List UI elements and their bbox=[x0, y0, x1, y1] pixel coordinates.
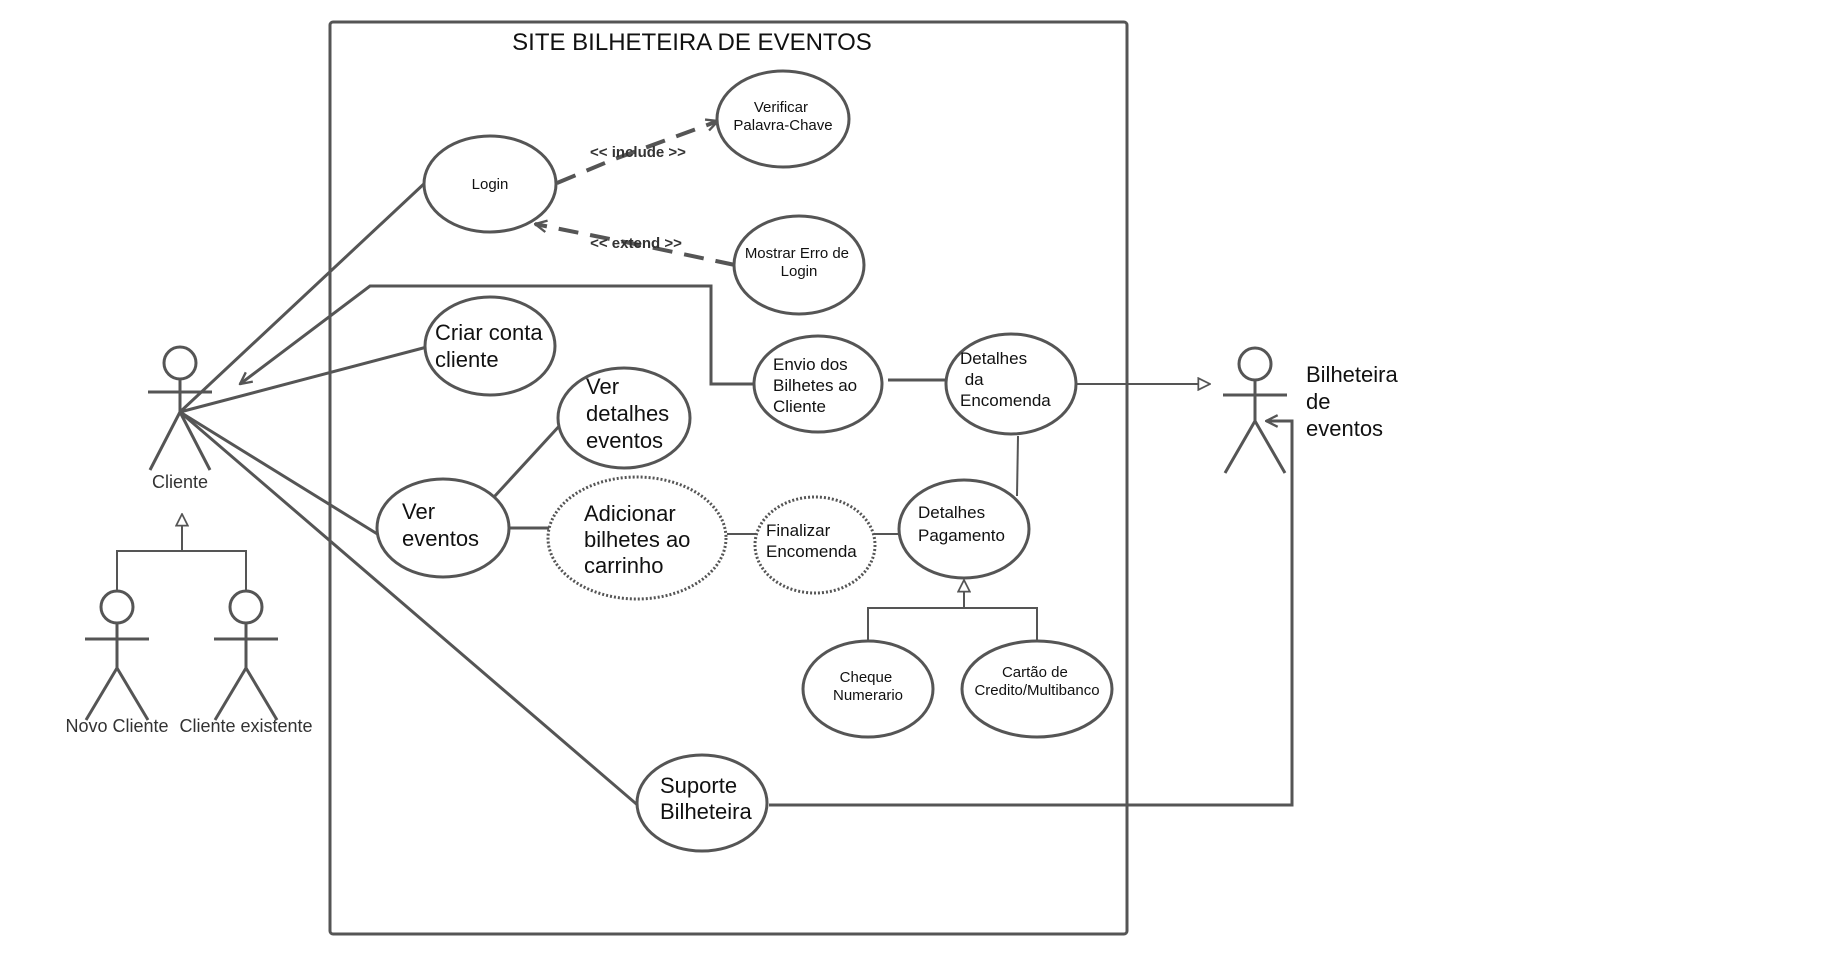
actor-novo-cliente-label: Novo Cliente bbox=[65, 716, 168, 736]
use-case-detalhes-encomenda[interactable]: Detalhes da Encomenda bbox=[944, 332, 1078, 436]
svg-text:Envio dos Bilhetes ao: Envio dos Bilhetes ao Cliente bbox=[773, 355, 862, 416]
actor-cliente[interactable]: Cliente bbox=[148, 345, 212, 492]
use-case-envio-bilhetes-cliente[interactable]: Envio dos Bilhetes ao Cliente bbox=[752, 334, 884, 434]
associations bbox=[178, 179, 1294, 810]
payment-generalization bbox=[867, 580, 1038, 640]
actor-bilheteira-eventos[interactable]: Bilheteira de eventos bbox=[1223, 346, 1404, 474]
use-case-verificar-palavra-chave[interactable]: Verificar Palavra-Chave bbox=[715, 69, 851, 169]
actor-generalization bbox=[116, 514, 247, 592]
use-case-ver-eventos[interactable]: Ver eventos bbox=[375, 477, 511, 579]
svg-text:Mostrar Erro de Login: Mostrar Erro de Login bbox=[745, 245, 853, 280]
svg-text:Ver detalhes event: Ver detalhes eventos bbox=[586, 374, 675, 453]
svg-text:Adicionar bilhetes ao: Adicionar bilhetes ao carrinho bbox=[584, 501, 697, 578]
use-case-detalhes-pagamento[interactable]: Detalhes Pagamento bbox=[897, 478, 1031, 580]
svg-text:Cheque Numerario: Cheque Numerario bbox=[833, 669, 903, 704]
actor-novo-cliente[interactable]: Novo Cliente bbox=[65, 589, 169, 736]
svg-text:Verificar Palavra-Chave: Verificar Palavra-Chave bbox=[733, 99, 832, 134]
actor-cliente-label: Cliente bbox=[152, 472, 208, 492]
svg-text:Criar conta cliente: Criar conta cliente bbox=[435, 320, 549, 372]
use-case-criar-conta-cliente[interactable]: Criar conta cliente bbox=[423, 295, 557, 397]
svg-text:Finalizar Encomenda: Finalizar Encomenda bbox=[766, 521, 857, 561]
actor-bilheteira-label: Bilheteira de eventos bbox=[1306, 362, 1404, 441]
svg-text:Suporte Bilheteira: Suporte Bilheteira bbox=[660, 773, 752, 824]
use-case-login[interactable]: Login bbox=[422, 134, 558, 234]
include-label: << include >> bbox=[590, 144, 686, 161]
system-title: SITE BILHETEIRA DE EVENTOS bbox=[512, 29, 872, 56]
actor-cliente-existente-label: Cliente existente bbox=[179, 716, 312, 736]
use-case-ver-detalhes-eventos[interactable]: Ver detalhes eventos bbox=[556, 366, 692, 470]
system-boundary bbox=[328, 20, 1129, 936]
use-case-cartao-credito-multibanco[interactable]: Cartão de Credito/Multibanco bbox=[960, 639, 1114, 739]
extend-relation: << extend >> bbox=[535, 224, 736, 267]
svg-text:Cartão de Credito/Multib: Cartão de Credito/Multibanco bbox=[974, 664, 1099, 699]
extend-label: << extend >> bbox=[590, 235, 682, 252]
actor-cliente-existente[interactable]: Cliente existente bbox=[179, 589, 313, 736]
use-case-cheque-numerario[interactable]: Cheque Numerario bbox=[801, 639, 935, 739]
use-case-suporte-bilheteira[interactable]: Suporte Bilheteira bbox=[635, 753, 769, 853]
svg-text:Detalhes da Encom: Detalhes da Encomenda bbox=[960, 349, 1051, 410]
svg-text:Login: Login bbox=[472, 176, 509, 193]
use-case-mostrar-erro-login[interactable]: Mostrar Erro de Login bbox=[732, 214, 866, 316]
svg-text:Ver eventos: Ver eventos bbox=[402, 499, 479, 551]
svg-text:Detalhes Pagamento: Detalhes Pagamento bbox=[918, 503, 1005, 545]
use-case-finalizar-encomenda[interactable]: Finalizar Encomenda bbox=[753, 495, 877, 595]
use-case-adicionar-bilhetes-carrinho[interactable]: Adicionar bilhetes ao carrinho bbox=[546, 475, 728, 601]
include-relation: << include >> bbox=[556, 121, 718, 185]
